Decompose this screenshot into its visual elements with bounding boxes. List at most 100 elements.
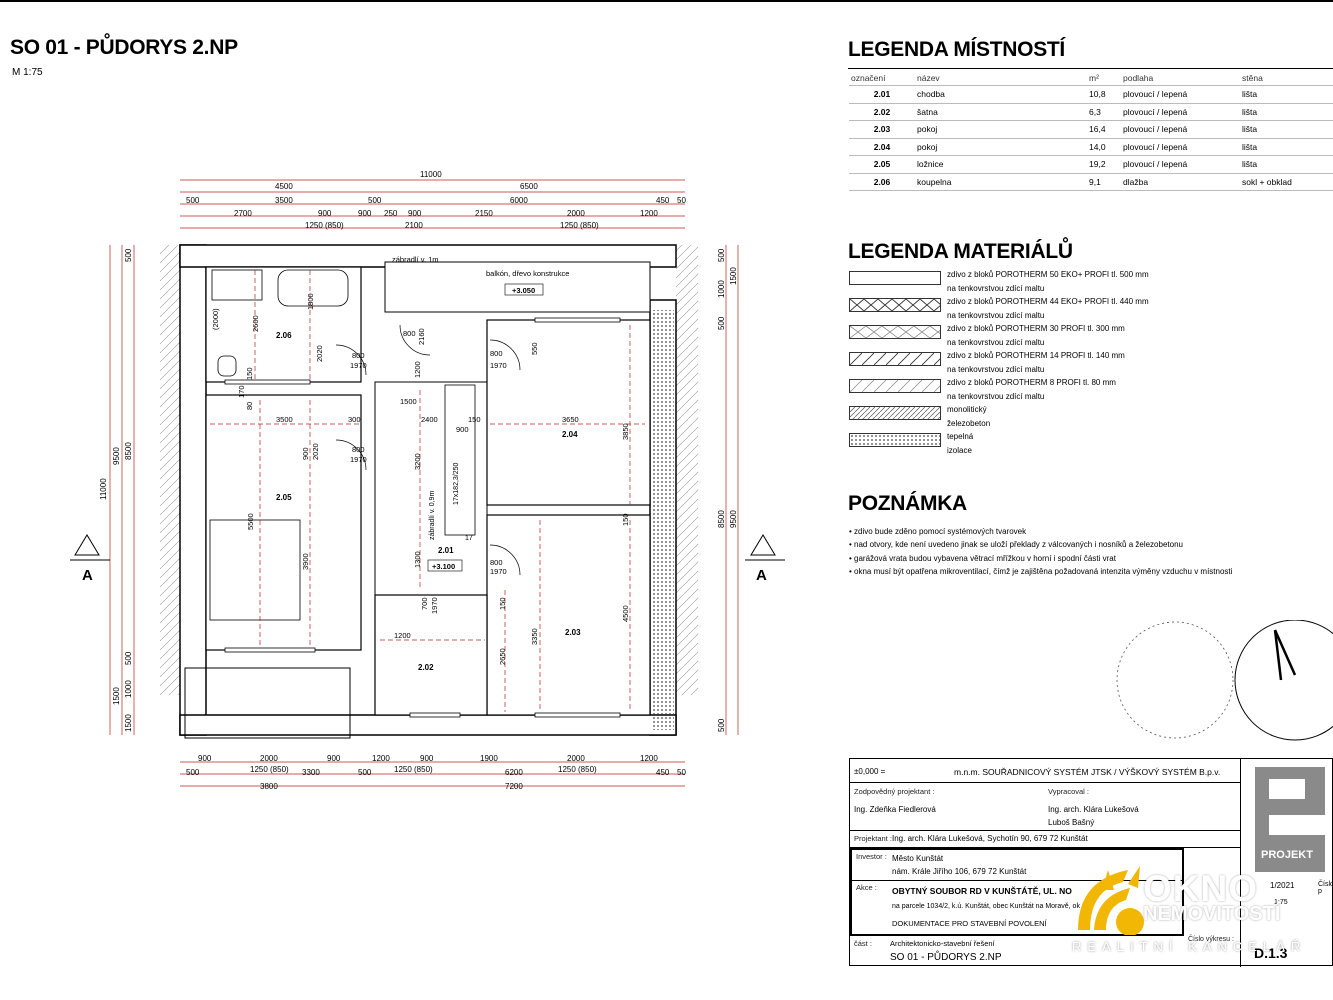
cell-area: 16,4	[1087, 120, 1121, 139]
col-name: název	[915, 70, 1087, 86]
title-block-people-row: Zodpovědný projektant : Ing. Zdeňka Fied…	[850, 783, 1240, 831]
north-arrow-icon	[1273, 629, 1297, 681]
toilet-icon	[217, 355, 237, 377]
rooms-legend-line	[848, 68, 1333, 69]
dim-inner: 1200	[394, 631, 411, 640]
side-dimension-texts: 11000 9500 8500 500 1500 500 1000 1500 5…	[99, 248, 738, 732]
dim-top: 450	[656, 196, 670, 205]
balcony-label: balkón, dřevo konstrukce	[486, 269, 569, 278]
cell-wall: sokl + obklad	[1240, 173, 1333, 191]
investor-label: Investor :	[856, 852, 887, 861]
documentation-type: DOKUMENTACE PRO STAVEBNÍ POVOLENÍ	[892, 919, 1047, 928]
material-swatch-cross-light	[849, 325, 941, 339]
inner-dimension-texts: 1800 2600 (2000) 2020 800 1970 1200 150 …	[211, 293, 630, 665]
dim-bottom: 500	[186, 768, 200, 777]
dim-inner: 3650	[562, 415, 579, 424]
watermark-realitni-kancelar: REALITNÍ KANCELÁŘ	[1072, 939, 1307, 954]
cell-name: pokoj	[915, 120, 1087, 139]
cell-floor: plovoucí / lepená	[1121, 85, 1240, 104]
drawn-name-2: Luboš Bašný	[1048, 818, 1095, 827]
note-item: • garážová vrata budou vybavena větrací …	[849, 553, 1116, 563]
material-line2: na tenkovrstvou zdící maltu	[947, 364, 1045, 374]
wall-south	[179, 714, 677, 736]
dim-left: 1500	[112, 687, 121, 705]
rooms-legend-header: označení název m² podlaha stěna	[849, 70, 1333, 86]
dim-inner: 5500	[246, 513, 255, 530]
dim-inner: 1970	[430, 597, 439, 614]
col-area: m²	[1087, 70, 1121, 86]
dim-top: 900	[358, 209, 372, 218]
room-label-2-02: 2.02	[418, 663, 434, 672]
dim-bottom: 3800	[260, 782, 278, 791]
cell-floor: dlažba	[1121, 173, 1240, 191]
situation-circle	[1116, 621, 1234, 739]
terrace-outline	[184, 667, 351, 739]
cell-name: ložnice	[915, 155, 1087, 174]
designer-label: Projektant :	[854, 834, 892, 843]
dim-top: 50	[677, 196, 686, 205]
dim-total-width: 11000	[420, 170, 442, 179]
dim-right: 500	[717, 248, 726, 262]
dim-inner: 1200	[413, 361, 422, 378]
dim-inner: 1970	[350, 361, 367, 370]
material-swatch-insulation	[849, 433, 941, 447]
cell-code: 2.06	[849, 173, 915, 191]
dim-inner: 3200	[413, 453, 422, 470]
cell-floor: plovoucí / lepená	[1121, 155, 1240, 174]
material-line1: zdivo z bloků POROTHERM 44 EKO+ PROFI tl…	[947, 297, 1149, 306]
dim-bottom: 1200	[372, 754, 390, 763]
stair-railing-note: zábradlí v. 0,9m	[429, 491, 436, 540]
cell-code: 2.02	[849, 103, 915, 121]
cell-area: 10,8	[1087, 85, 1121, 104]
material-swatch-diag	[849, 352, 941, 366]
material-swatch-none	[849, 271, 941, 285]
material-line2: železobeton	[947, 418, 991, 428]
drawing-no-label: Číslo výkresu :	[1188, 936, 1234, 943]
staircase-icon	[444, 384, 476, 536]
dim-bottom: 900	[327, 754, 341, 763]
part-label: část :	[854, 939, 872, 948]
action-label: Akce :	[856, 883, 877, 892]
dim-bottom: 500	[358, 768, 372, 777]
drawing-no: D.1.3	[1254, 945, 1288, 961]
dim-inner: 150	[245, 367, 254, 380]
room-label-2-04: 2.04	[562, 430, 578, 439]
bathtub-icon	[277, 269, 349, 307]
dim-bottom: 1250 (850)	[250, 765, 289, 774]
dim-bottom: 3300	[302, 768, 320, 777]
dim-bottom: 900	[198, 754, 212, 763]
room-2-05	[205, 394, 362, 651]
dim-inner: 900	[301, 447, 310, 460]
dim-bottom: 2000	[260, 754, 278, 763]
cell-code: 2.03	[849, 120, 915, 139]
dim-inner: 900	[456, 425, 469, 434]
section-label-left: A	[82, 567, 93, 584]
drawn-label: Vypracoval :	[1048, 787, 1089, 796]
cell-wall: lišta	[1240, 120, 1333, 139]
dim-inner: 3900	[301, 553, 310, 570]
dim-right: 500	[717, 316, 726, 330]
divider	[852, 880, 1182, 881]
cell-floor: plovoucí / lepená	[1121, 103, 1240, 121]
insulation-east	[652, 310, 674, 730]
dim-top: 250	[384, 209, 398, 218]
watermark-nemovitosti: NEMOVITOSTÍ	[1143, 903, 1281, 925]
note-item: • zdivo bude zděno pomocí systémových tv…	[849, 527, 1027, 536]
cell-wall: lišta	[1240, 103, 1333, 121]
dim-top: 900	[318, 209, 332, 218]
dim-inner: 2600	[251, 315, 260, 332]
dim-inner: 1800	[306, 293, 315, 310]
drawing-scale-tb: 1:75	[1274, 899, 1288, 906]
hall-level-box	[427, 559, 463, 572]
material-line2: izolace	[947, 445, 972, 455]
dim-inner: 800	[352, 445, 365, 454]
cell-floor: plovoucí / lepená	[1121, 120, 1240, 139]
dim-bottom: 7200	[505, 782, 523, 791]
rooms-legend-title: LEGENDA MÍSTNOSTÍ	[848, 38, 1065, 61]
door-swings	[335, 324, 521, 576]
col-code: označení	[849, 70, 915, 86]
dim-inner: 150	[468, 415, 481, 424]
dim-inner: 2400	[421, 415, 438, 424]
dim-left: 9500	[112, 447, 121, 465]
